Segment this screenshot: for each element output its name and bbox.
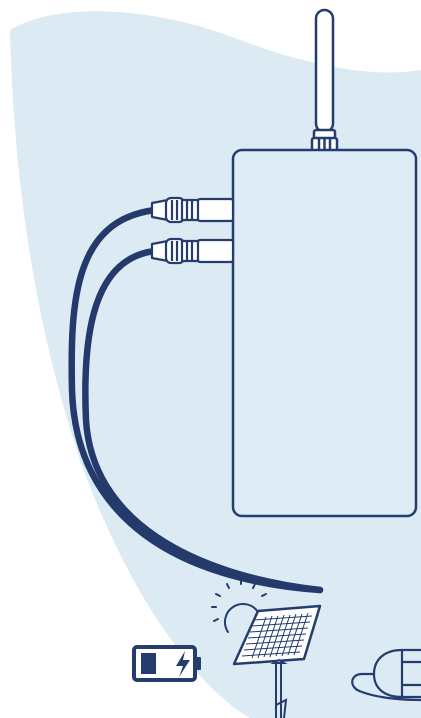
cable-connector-icon: [150, 237, 235, 265]
battery-charging-icon: [132, 645, 201, 682]
power-plug-icon: [351, 648, 421, 702]
antenna-icon: [310, 8, 339, 153]
sun-icon: [211, 579, 267, 633]
cable-connector-icon: [150, 196, 235, 224]
solar-panel-icon: [232, 604, 322, 718]
antenna-cables: [68, 206, 324, 594]
router-device-icon: [231, 148, 418, 518]
